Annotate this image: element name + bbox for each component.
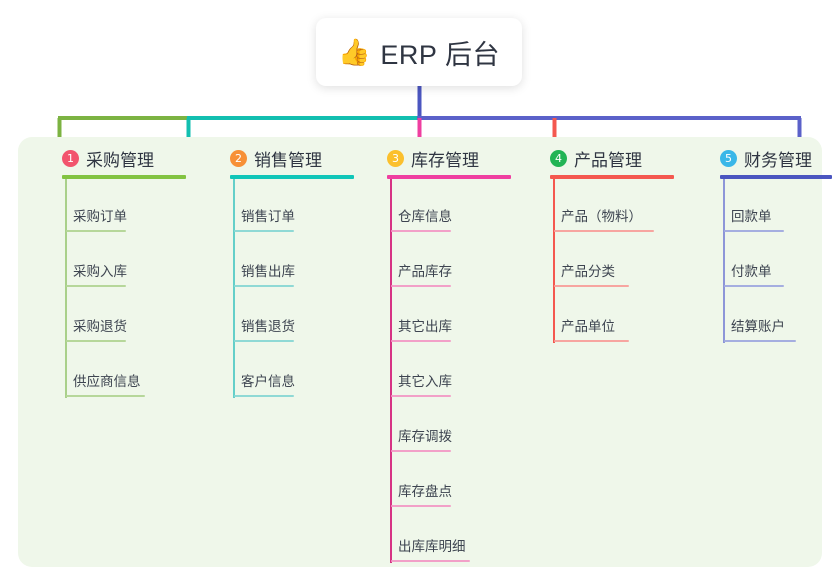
leaf-spine-line — [65, 179, 67, 398]
leaf-item-underline — [234, 230, 294, 232]
leaf-spine-line — [390, 179, 392, 563]
column-title: 销售管理 — [254, 150, 322, 170]
column-header[interactable]: 1 采购管理 — [40, 137, 205, 179]
column-container: 1 采购管理采购订单采购入库采购退货供应商信息 2 销售管理销售订单销售出库销售退货客… — [18, 137, 832, 567]
leaf-item-label: 出库库明细 — [398, 539, 466, 554]
leaf-item-underline — [391, 560, 470, 562]
leaf-item-underline — [391, 340, 451, 342]
leaf-item-underline — [554, 230, 654, 232]
leaf-item-label: 销售出库 — [241, 264, 295, 279]
column-header-underline — [387, 175, 511, 179]
leaf-item-label: 采购入库 — [73, 264, 127, 279]
leaf-item-underline — [66, 285, 126, 287]
leaf-spine-line — [233, 179, 235, 398]
column-header-underline — [62, 175, 186, 179]
leaf-item-underline — [724, 230, 784, 232]
leaf-item-underline — [391, 230, 451, 232]
leaf-item-label: 付款单 — [731, 264, 772, 279]
leaf-item-underline — [234, 395, 294, 397]
leaf-item-label: 回款单 — [731, 209, 772, 224]
root-node-card[interactable]: 👍 ERP 后台 — [316, 18, 522, 86]
leaf-item-label: 仓库信息 — [398, 209, 452, 224]
column-库存管理: 3 库存管理仓库信息产品库存其它出库其它入库库存调拨库存盘点出库库明细 — [365, 137, 530, 563]
leaf-item-label: 结算账户 — [731, 319, 785, 334]
column-header[interactable]: 3 库存管理 — [365, 137, 530, 179]
leaf-spine-line — [553, 179, 555, 343]
column-index-badge: 4 — [550, 149, 567, 167]
leaf-item-label: 产品库存 — [398, 264, 452, 279]
leaf-item-underline — [391, 450, 451, 452]
leaf-item-underline — [554, 285, 629, 287]
column-财务管理: 5 财务管理回款单付款单结算账户 — [698, 137, 832, 343]
leaf-item-label: 产品单位 — [561, 319, 615, 334]
leaf-item-underline — [554, 340, 629, 342]
leaf-item-label: 库存盘点 — [398, 484, 452, 499]
column-header-underline — [550, 175, 674, 179]
leaf-item-underline — [391, 505, 451, 507]
leaf-item-label: 客户信息 — [241, 374, 295, 389]
leaf-item-underline — [66, 395, 145, 397]
leaf-item-label: 库存调拨 — [398, 429, 452, 444]
column-header[interactable]: 4 产品管理 — [528, 137, 703, 179]
page-title: ERP 后台 — [380, 39, 500, 70]
leaf-item-underline — [234, 340, 294, 342]
thumbs-up-icon: 👍 — [338, 37, 371, 67]
column-header-underline — [720, 175, 832, 179]
leaf-item-underline — [66, 230, 126, 232]
column-index-badge: 2 — [230, 149, 247, 167]
column-销售管理: 2 销售管理销售订单销售出库销售退货客户信息 — [208, 137, 373, 398]
leaf-item-label: 产品分类 — [561, 264, 615, 279]
column-title: 产品管理 — [574, 150, 642, 170]
leaf-item-underline — [391, 285, 451, 287]
column-index-badge: 1 — [62, 149, 79, 167]
leaf-item-label: 采购退货 — [73, 319, 127, 334]
leaf-spine-line — [723, 179, 725, 343]
column-index-badge: 5 — [720, 149, 737, 167]
leaf-item-label: 销售订单 — [241, 209, 295, 224]
leaf-item-label: 销售退货 — [241, 319, 295, 334]
column-产品管理: 4 产品管理产品（物料） 产品分类产品单位 — [528, 137, 703, 343]
leaf-item-label: 其它出库 — [398, 319, 452, 334]
leaf-item-underline — [234, 285, 294, 287]
column-title: 财务管理 — [744, 150, 812, 170]
leaf-item-underline — [391, 395, 451, 397]
leaf-item-underline — [724, 285, 784, 287]
leaf-item-label: 采购订单 — [73, 209, 127, 224]
column-header[interactable]: 5 财务管理 — [698, 137, 822, 179]
mindmap-body-card — [18, 137, 822, 567]
column-index-badge: 3 — [387, 149, 404, 167]
leaf-item-underline — [66, 340, 126, 342]
column-采购管理: 1 采购管理采购订单采购入库采购退货供应商信息 — [40, 137, 205, 398]
leaf-item-underline — [724, 340, 796, 342]
column-header[interactable]: 2 销售管理 — [208, 137, 373, 179]
leaf-item-label: 产品（物料） — [561, 209, 642, 224]
leaf-item-label: 其它入库 — [398, 374, 452, 389]
column-header-underline — [230, 175, 354, 179]
column-title: 库存管理 — [411, 150, 479, 170]
column-title: 采购管理 — [86, 150, 154, 170]
leaf-item-label: 供应商信息 — [73, 374, 141, 389]
